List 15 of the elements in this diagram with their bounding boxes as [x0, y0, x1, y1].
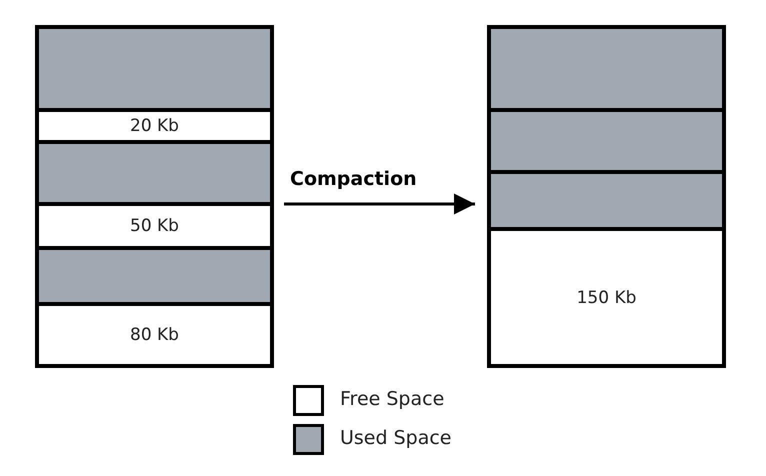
legend-label: Free Space	[340, 388, 444, 410]
used-space-segment	[39, 140, 270, 202]
size-label: 150 Kb	[576, 288, 636, 308]
used-space-segment	[39, 246, 270, 302]
used-space-segment	[491, 29, 722, 108]
memory-block	[35, 25, 274, 368]
size-label: 80 Kb	[130, 325, 179, 345]
arrow	[284, 194, 475, 214]
size-label: 50 Kb	[130, 216, 179, 236]
used-space-segment	[491, 108, 722, 170]
used-space-segment	[39, 29, 270, 108]
legend-label: Used Space	[340, 427, 452, 449]
size-label: 20 Kb	[130, 116, 179, 136]
memory-block	[487, 25, 726, 368]
used-space-segment	[491, 170, 722, 227]
